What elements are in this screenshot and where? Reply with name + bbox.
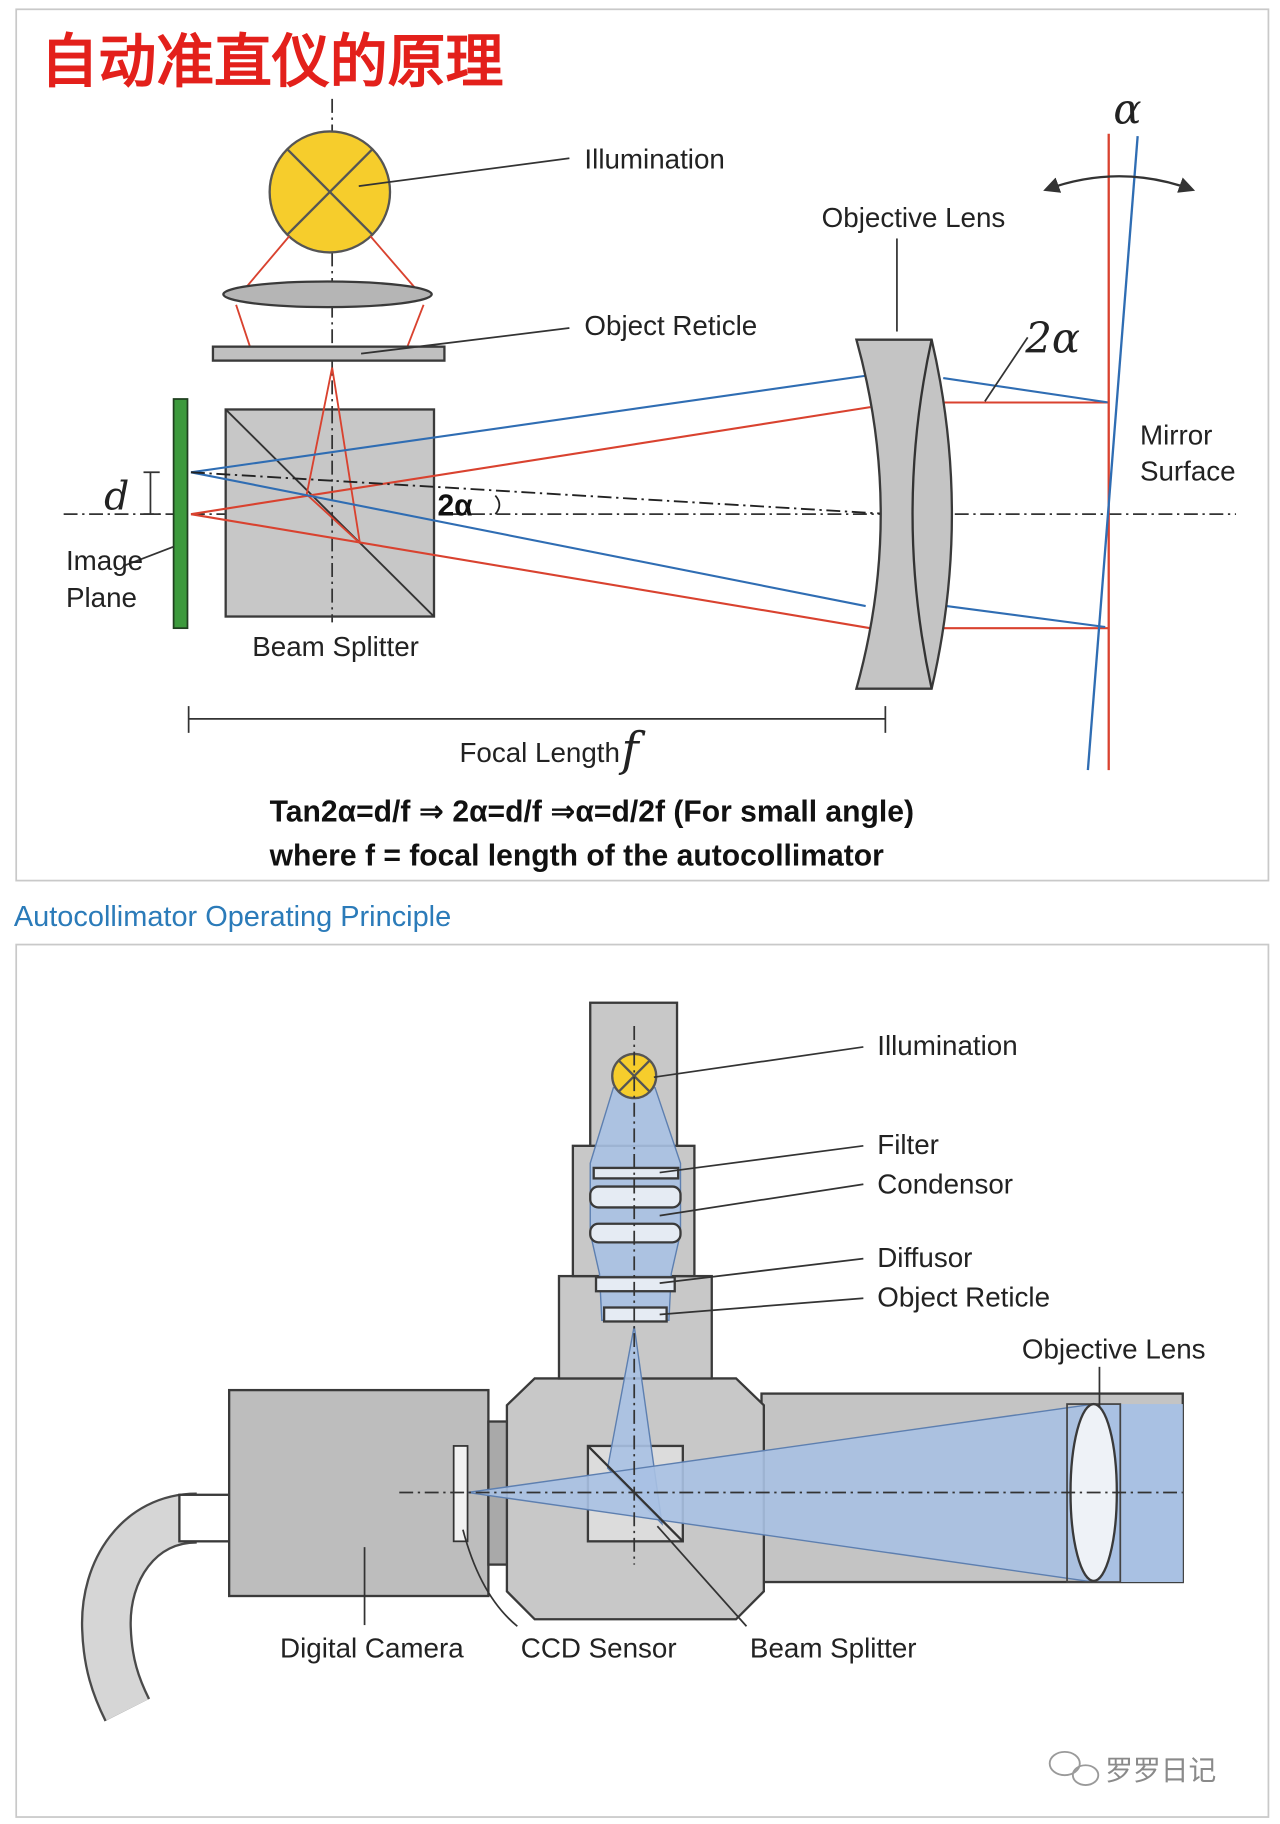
image-plane-plate <box>172 398 189 630</box>
beam-splitter-diagonal <box>225 408 435 618</box>
instrument-leader-lines <box>363 1046 1101 1627</box>
two-alpha-center-label: 2α <box>437 489 473 522</box>
condensor-lens-1 <box>589 1185 682 1209</box>
object-reticle-label: Object Reticle <box>584 310 757 341</box>
objective-lens-label: Objective Lens <box>822 202 1006 233</box>
beam-splitter-label: Beam Splitter <box>252 631 419 662</box>
focal-length-dimension <box>187 706 887 733</box>
diffusor-label: Diffusor <box>877 1242 972 1273</box>
filter-element <box>592 1166 680 1180</box>
two-alpha-mirror-label: 2α <box>1024 313 1080 362</box>
tilt-arrow-icon <box>1043 175 1196 193</box>
d-dimension-marker <box>143 471 160 516</box>
image-plane-label-line2: Plane <box>66 582 137 613</box>
two-alpha-arc <box>494 494 501 515</box>
illumination-lamp-icon <box>268 130 392 254</box>
mirror-surface-label-line1: Mirror <box>1140 419 1212 450</box>
digital-camera-label: Digital Camera <box>280 1633 464 1664</box>
objective-lens-inner-curve <box>911 339 933 689</box>
object-reticle-element <box>602 1306 668 1323</box>
panel-principle-frame <box>15 8 1270 882</box>
ccd-sensor-chip <box>452 1445 469 1543</box>
image-plane-label-line1: Image <box>66 545 143 576</box>
instrument-beam-splitter-label: Beam Splitter <box>750 1633 917 1664</box>
filter-label: Filter <box>877 1129 939 1160</box>
condensor-label: Condensor <box>877 1168 1013 1199</box>
diffusor-element <box>594 1276 676 1293</box>
object-reticle-plate <box>211 345 446 362</box>
illumination-leader <box>358 157 570 187</box>
condensor-lens-2 <box>589 1222 682 1244</box>
digital-camera-body <box>227 1388 490 1598</box>
two-alpha-leader <box>984 336 1029 402</box>
camera-cable <box>81 1492 199 1722</box>
mirror-tilted-position <box>1086 136 1139 771</box>
condenser-lens <box>222 280 433 309</box>
image-plane-leader <box>124 545 174 567</box>
focal-length-label: Focal Length <box>459 737 619 768</box>
blue-rays <box>190 374 1109 629</box>
formula-line1: Tan2α=d/f ⇒ 2α=d/f ⇒α=d/2f (For small an… <box>270 795 914 828</box>
instrument-object-reticle-label: Object Reticle <box>877 1281 1050 1312</box>
alpha-label: α <box>1113 84 1141 133</box>
ccd-sensor-label: CCD Sensor <box>521 1633 677 1664</box>
wechat-icon <box>1048 1750 1100 1786</box>
instrument-illumination-label: Illumination <box>877 1030 1017 1061</box>
formula-line2: where f = focal length of the autocollim… <box>269 839 884 872</box>
watermark-text: 罗罗日记 <box>1105 1754 1216 1787</box>
beam-splitter-prism-diagonal <box>587 1445 684 1543</box>
cable-port <box>178 1493 233 1543</box>
mirror-surface-label-line2: Surface <box>1140 455 1236 486</box>
red-rays <box>190 401 1109 630</box>
illumination-label: Illumination <box>584 144 724 175</box>
deflected-chief-ray <box>190 471 892 516</box>
instrument-objective-lens-label: Objective Lens <box>1022 1334 1206 1365</box>
d-label: d <box>104 473 129 519</box>
object-reticle-leader <box>360 327 570 355</box>
page-title: 自动准直仪的原理 <box>41 27 504 95</box>
reticle-rays <box>305 367 361 544</box>
section-caption: Autocollimator Operating Principle <box>14 901 451 933</box>
